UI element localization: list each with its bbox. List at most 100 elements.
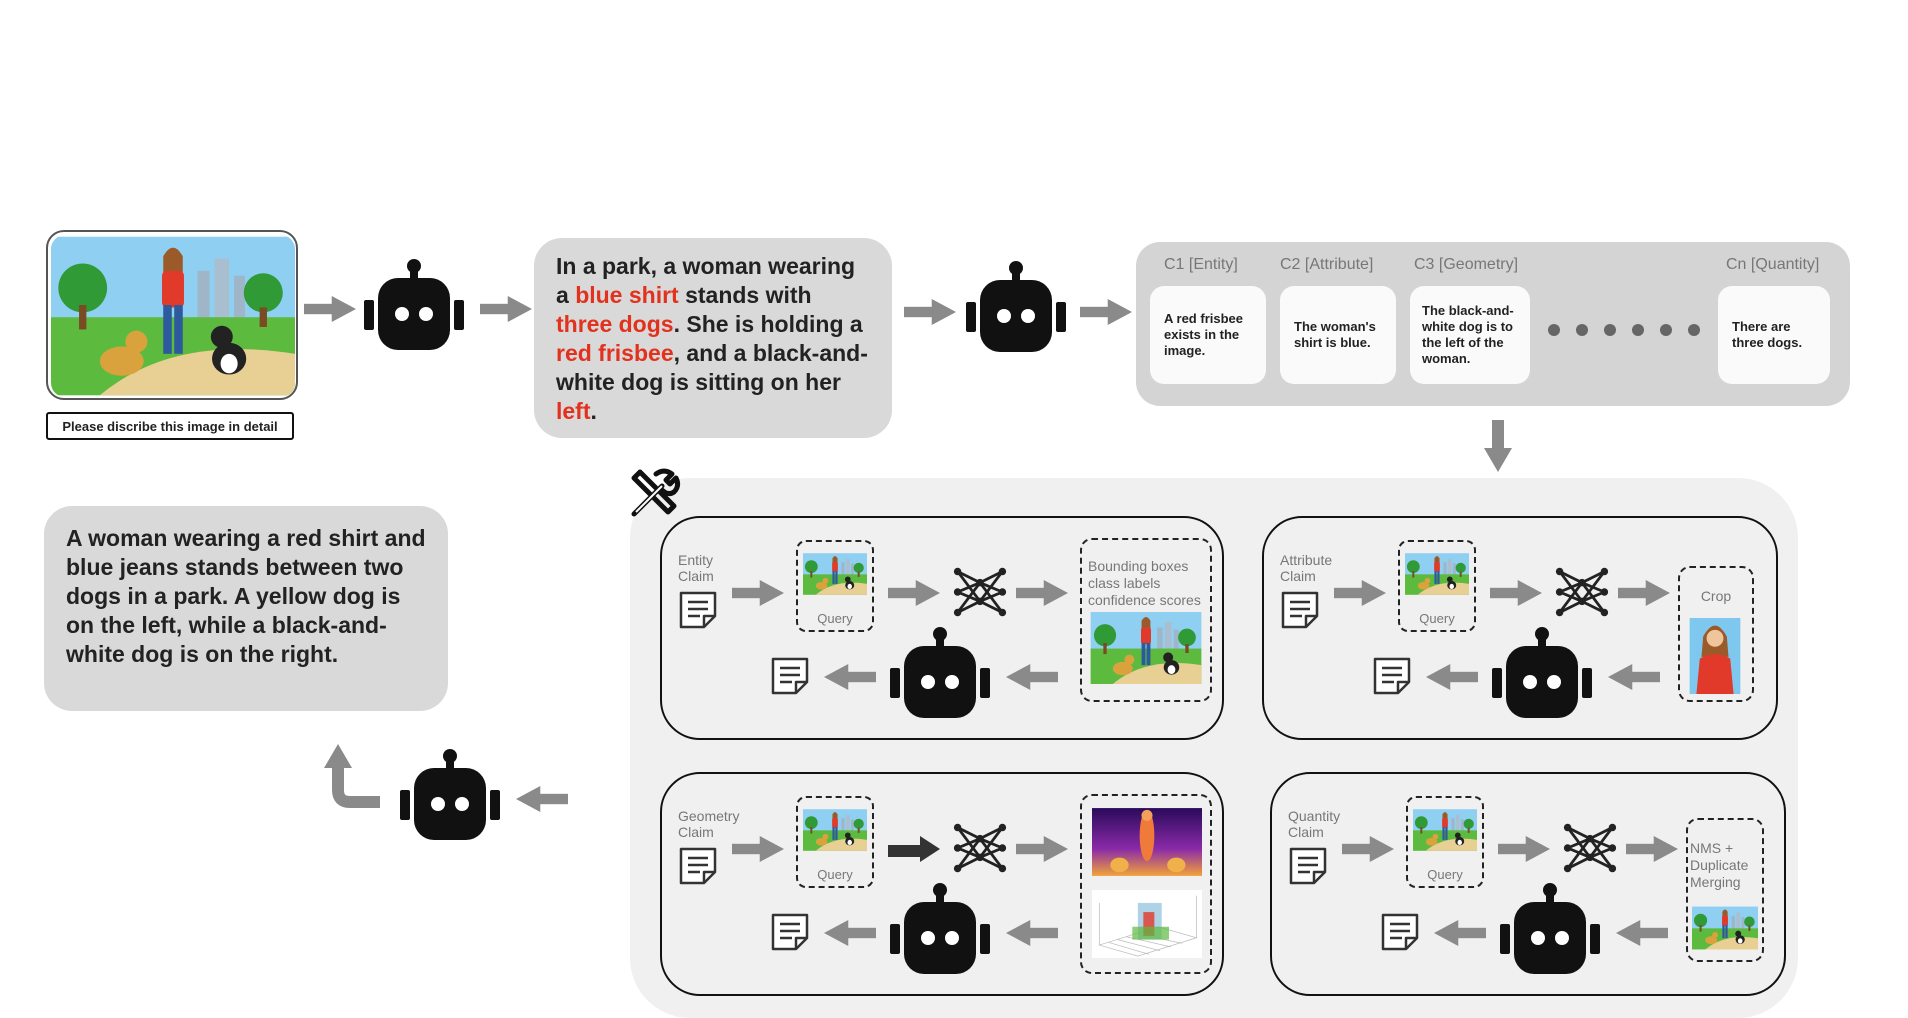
- depth-map-image: [1092, 808, 1202, 876]
- query-box: Query: [1398, 540, 1476, 632]
- prompt-text: Please discribe this image in detail: [62, 418, 278, 434]
- neural-network-icon: [1554, 564, 1610, 620]
- arrow-right-icon: [1498, 836, 1550, 862]
- generated-caption: In a park, a woman wearing a blue shirt …: [534, 238, 892, 438]
- caption-segment: .: [590, 398, 597, 424]
- arrow-right-icon: [1626, 836, 1678, 862]
- document-icon: [678, 846, 718, 886]
- hallucinated-phrase: left: [556, 398, 591, 424]
- arrow-right-icon: [732, 836, 784, 862]
- robot-icon: [1492, 626, 1592, 722]
- hallucinated-phrase: three dogs: [556, 311, 674, 337]
- quantity-verifier: Quantity Claim Query NMS + Duplicate Mer…: [1270, 772, 1786, 996]
- arrow-left-icon: [1616, 920, 1668, 946]
- claim-card: The black-and-white dog is to the left o…: [1410, 286, 1530, 384]
- arrow-left-icon: [824, 920, 876, 946]
- verifier-label: Geometry Claim: [678, 808, 740, 840]
- arrow-left-icon: [1608, 664, 1660, 690]
- arrow-right-icon: [1342, 836, 1394, 862]
- arrow-right-icon: [480, 296, 532, 322]
- document-icon: [770, 912, 810, 952]
- arrow-right-icon: [888, 580, 940, 606]
- attribute-verifier: Attribute Claim Query Crop: [1262, 516, 1778, 740]
- query-label: Query: [817, 611, 853, 626]
- entity-verifier: Entity Claim Query Bounding boxes class …: [660, 516, 1224, 740]
- claims-panel: C1 [Entity] C2 [Attribute] C3 [Geometry]…: [1136, 242, 1850, 406]
- arrow-right-icon: [1334, 580, 1386, 606]
- output-text: Bounding boxes class labels confidence s…: [1088, 558, 1201, 608]
- query-label: Query: [1427, 867, 1463, 882]
- claim-text: The woman's shirt is blue.: [1294, 319, 1376, 350]
- neural-network-icon: [1562, 820, 1618, 876]
- point-cloud-image: [1092, 889, 1202, 959]
- neural-network-icon: [952, 564, 1008, 620]
- claim-text: A red frisbee exists in the image.: [1164, 311, 1243, 358]
- caption-segment: In a park, a woman wearing a: [556, 253, 856, 308]
- claim-card: There are three dogs.: [1718, 286, 1830, 384]
- arrow-left-icon: [1426, 664, 1478, 690]
- arrow-right-icon: [1490, 580, 1542, 606]
- verifier-label: Attribute Claim: [1280, 552, 1333, 584]
- arrow-right-icon: [1618, 580, 1670, 606]
- claim-title: C3 [Geometry]: [1414, 256, 1519, 273]
- claim-title: C1 [Entity]: [1164, 256, 1238, 273]
- tools-icon: [626, 466, 682, 522]
- claim-text: There are three dogs.: [1732, 319, 1803, 350]
- arrow-right-icon: [732, 580, 784, 606]
- claim-card: A red frisbee exists in the image.: [1150, 286, 1266, 384]
- corrected-caption-text: A woman wearing a red shirt and blue jea…: [66, 525, 426, 667]
- query-box: Query: [1406, 796, 1484, 888]
- document-icon: [678, 590, 718, 630]
- claim-text: The black-and-white dog is to the left o…: [1422, 303, 1514, 366]
- hallucinated-phrase: blue shirt: [575, 282, 679, 308]
- output-box: Bounding boxes class labels confidence s…: [1080, 538, 1212, 702]
- output-box: NMS + Duplicate Merging: [1686, 818, 1764, 962]
- claim-title: Cn [Quantity]: [1726, 256, 1820, 273]
- output-box: Crop: [1678, 566, 1754, 702]
- arrow-up-return-icon: [324, 744, 380, 808]
- arrow-left-icon: [1006, 920, 1058, 946]
- input-image: [46, 230, 298, 400]
- robot-icon: [1500, 882, 1600, 978]
- output-text: Crop: [1700, 588, 1732, 604]
- caption-segment: , and a black-and-white dog is sitting o…: [556, 340, 868, 395]
- neural-network-icon: [952, 820, 1008, 876]
- verifier-label: Quantity Claim: [1288, 808, 1341, 840]
- query-label: Query: [1419, 611, 1455, 626]
- arrow-right-icon: [904, 299, 956, 325]
- claim-card: The woman's shirt is blue.: [1280, 286, 1396, 384]
- verifier-label: Entity Claim: [678, 552, 714, 584]
- robot-icon: [364, 258, 464, 354]
- query-box: Query: [796, 540, 874, 632]
- document-icon: [1380, 912, 1420, 952]
- hallucinated-phrase: red frisbee: [556, 340, 674, 366]
- query-label: Query: [817, 867, 853, 882]
- arrow-down-icon: [1484, 420, 1512, 472]
- robot-icon: [400, 748, 500, 844]
- query-box: Query: [796, 796, 874, 888]
- geometry-verifier: Geometry Claim Query: [660, 772, 1224, 996]
- prompt-box: Please discribe this image in detail: [46, 412, 294, 440]
- arrow-left-icon: [1434, 920, 1486, 946]
- arrow-left-icon: [516, 786, 568, 812]
- caption-segment: stands with: [678, 282, 812, 308]
- robot-icon: [890, 626, 990, 722]
- arrow-right-icon: [888, 836, 940, 862]
- document-icon: [1288, 846, 1328, 886]
- arrow-left-icon: [824, 664, 876, 690]
- arrow-left-icon: [1006, 664, 1058, 690]
- corrected-caption: A woman wearing a red shirt and blue jea…: [44, 506, 448, 711]
- document-icon: [770, 656, 810, 696]
- arrow-right-icon: [1080, 299, 1132, 325]
- robot-icon: [890, 882, 990, 978]
- arrow-right-icon: [304, 296, 356, 322]
- claim-title: C2 [Attribute]: [1280, 256, 1374, 273]
- output-box: [1080, 794, 1212, 974]
- output-text: NMS + Duplicate Merging: [1690, 840, 1749, 890]
- robot-icon: [966, 260, 1066, 356]
- document-icon: [1280, 590, 1320, 630]
- arrow-right-icon: [1016, 836, 1068, 862]
- arrow-right-icon: [1016, 580, 1068, 606]
- caption-segment: . She is holding a: [673, 311, 863, 337]
- document-icon: [1372, 656, 1412, 696]
